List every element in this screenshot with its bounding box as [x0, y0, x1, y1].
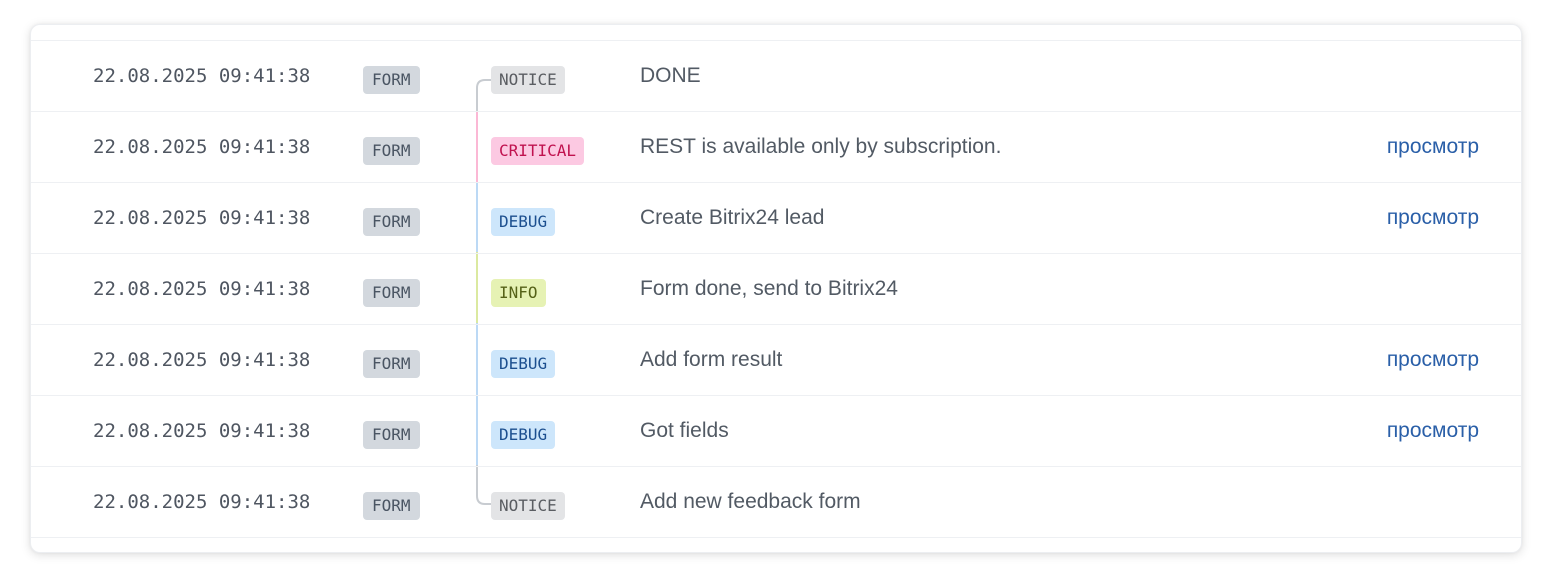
category-badge: FORM	[363, 492, 420, 520]
view-details-link[interactable]: просмотр	[1386, 348, 1479, 371]
category-badge: FORM	[363, 66, 420, 94]
row-message: REST is available only by subscription.	[640, 135, 1002, 158]
table-row: 22.08.2025 09:41:38 FORM DEBUG Add form …	[31, 325, 1521, 396]
level-badge-info: INFO	[491, 279, 546, 307]
level-badge-debug: DEBUG	[491, 208, 556, 236]
category-badge: FORM	[363, 208, 420, 236]
row-message: Add form result	[640, 348, 783, 371]
row-message: DONE	[640, 64, 701, 87]
row-timestamp: 22.08.2025 09:41:38	[93, 278, 311, 300]
row-timestamp: 22.08.2025 09:41:38	[93, 349, 311, 371]
row-message: Got fields	[640, 419, 729, 442]
view-details-link[interactable]: просмотр	[1386, 135, 1479, 158]
level-badge-notice: NOTICE	[491, 492, 565, 520]
row-message: Add new feedback form	[640, 490, 861, 513]
table-row: 22.08.2025 09:41:38 FORM NOTICE Add new …	[31, 467, 1521, 538]
category-badge: FORM	[363, 279, 420, 307]
row-timestamp: 22.08.2025 09:41:38	[93, 207, 311, 229]
row-timestamp: 22.08.2025 09:41:38	[93, 65, 311, 87]
log-rows: 22.08.2025 09:41:38 FORM NOTICE DONE 22.…	[31, 41, 1521, 538]
table-row: 22.08.2025 09:41:38 FORM DEBUG Got field…	[31, 396, 1521, 467]
top-divider	[31, 40, 1521, 41]
row-timestamp: 22.08.2025 09:41:38	[93, 420, 311, 442]
category-badge: FORM	[363, 421, 420, 449]
row-message: Create Bitrix24 lead	[640, 206, 825, 229]
level-badge-notice: NOTICE	[491, 66, 565, 94]
table-row: 22.08.2025 09:41:38 FORM DEBUG Create Bi…	[31, 183, 1521, 254]
level-badge-debug: DEBUG	[491, 350, 556, 378]
category-badge: FORM	[363, 350, 420, 378]
row-timestamp: 22.08.2025 09:41:38	[93, 491, 311, 513]
table-row: 22.08.2025 09:41:38 FORM INFO Form done,…	[31, 254, 1521, 325]
row-message: Form done, send to Bitrix24	[640, 277, 898, 300]
log-panel: 22.08.2025 09:41:38 FORM NOTICE DONE 22.…	[30, 24, 1522, 553]
view-details-link[interactable]: просмотр	[1386, 419, 1479, 442]
row-timestamp: 22.08.2025 09:41:38	[93, 136, 311, 158]
view-details-link[interactable]: просмотр	[1386, 206, 1479, 229]
level-badge-debug: DEBUG	[491, 421, 556, 449]
table-row: 22.08.2025 09:41:38 FORM NOTICE DONE	[31, 41, 1521, 112]
table-row: 22.08.2025 09:41:38 FORM CRITICAL REST i…	[31, 112, 1521, 183]
category-badge: FORM	[363, 137, 420, 165]
level-badge-critical: CRITICAL	[491, 137, 585, 165]
